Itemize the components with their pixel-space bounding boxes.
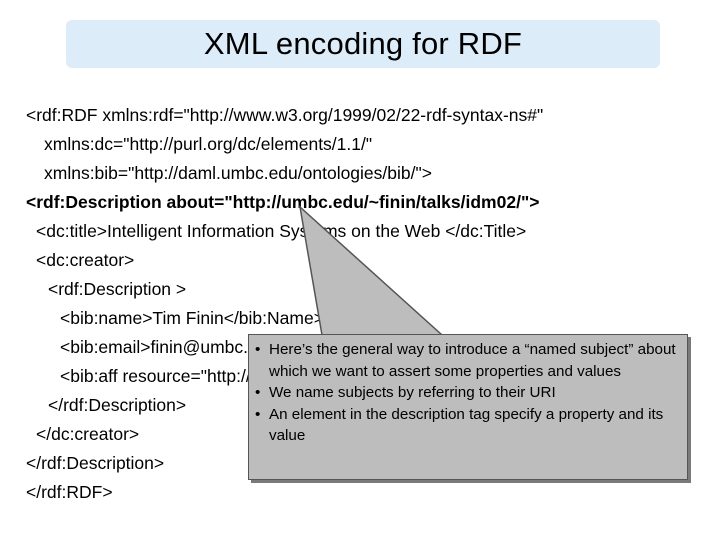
code-line: <rdf:RDF xmlns:rdf="http://www.w3.org/19… [26,105,544,125]
callout-box: Here’s the general way to introduce a “n… [248,334,688,480]
code-line: xmlns:dc="http://purl.org/dc/elements/1.… [44,134,373,154]
callout-bullet: An element in the description tag specif… [249,404,687,447]
code-line: </rdf:RDF> [26,482,113,502]
code-line: </rdf:Description> [26,453,165,473]
code-line-highlighted: <rdf:Description about="http://umbc.edu/… [26,192,540,212]
callout-bullet: Here’s the general way to introduce a “n… [249,339,687,382]
code-line: <bib:name>Tim Finin</bib:Name> [60,308,324,328]
code-line: </dc:creator> [36,424,140,444]
callout-bullet-list: Here’s the general way to introduce a “n… [249,339,687,447]
code-line: </rdf:Description> [48,395,187,415]
slide-title: XML encoding for RDF [203,26,523,61]
callout-bullet: We name subjects by referring to their U… [249,382,687,404]
code-line: xmlns:bib="http://daml.umbc.edu/ontologi… [44,163,432,183]
title-banner: XML encoding for RDF [66,20,660,68]
code-line: <rdf:Description > [48,279,187,299]
code-line: <dc:title>Intelligent Information System… [36,221,527,241]
code-line: <dc:creator> [36,250,135,270]
